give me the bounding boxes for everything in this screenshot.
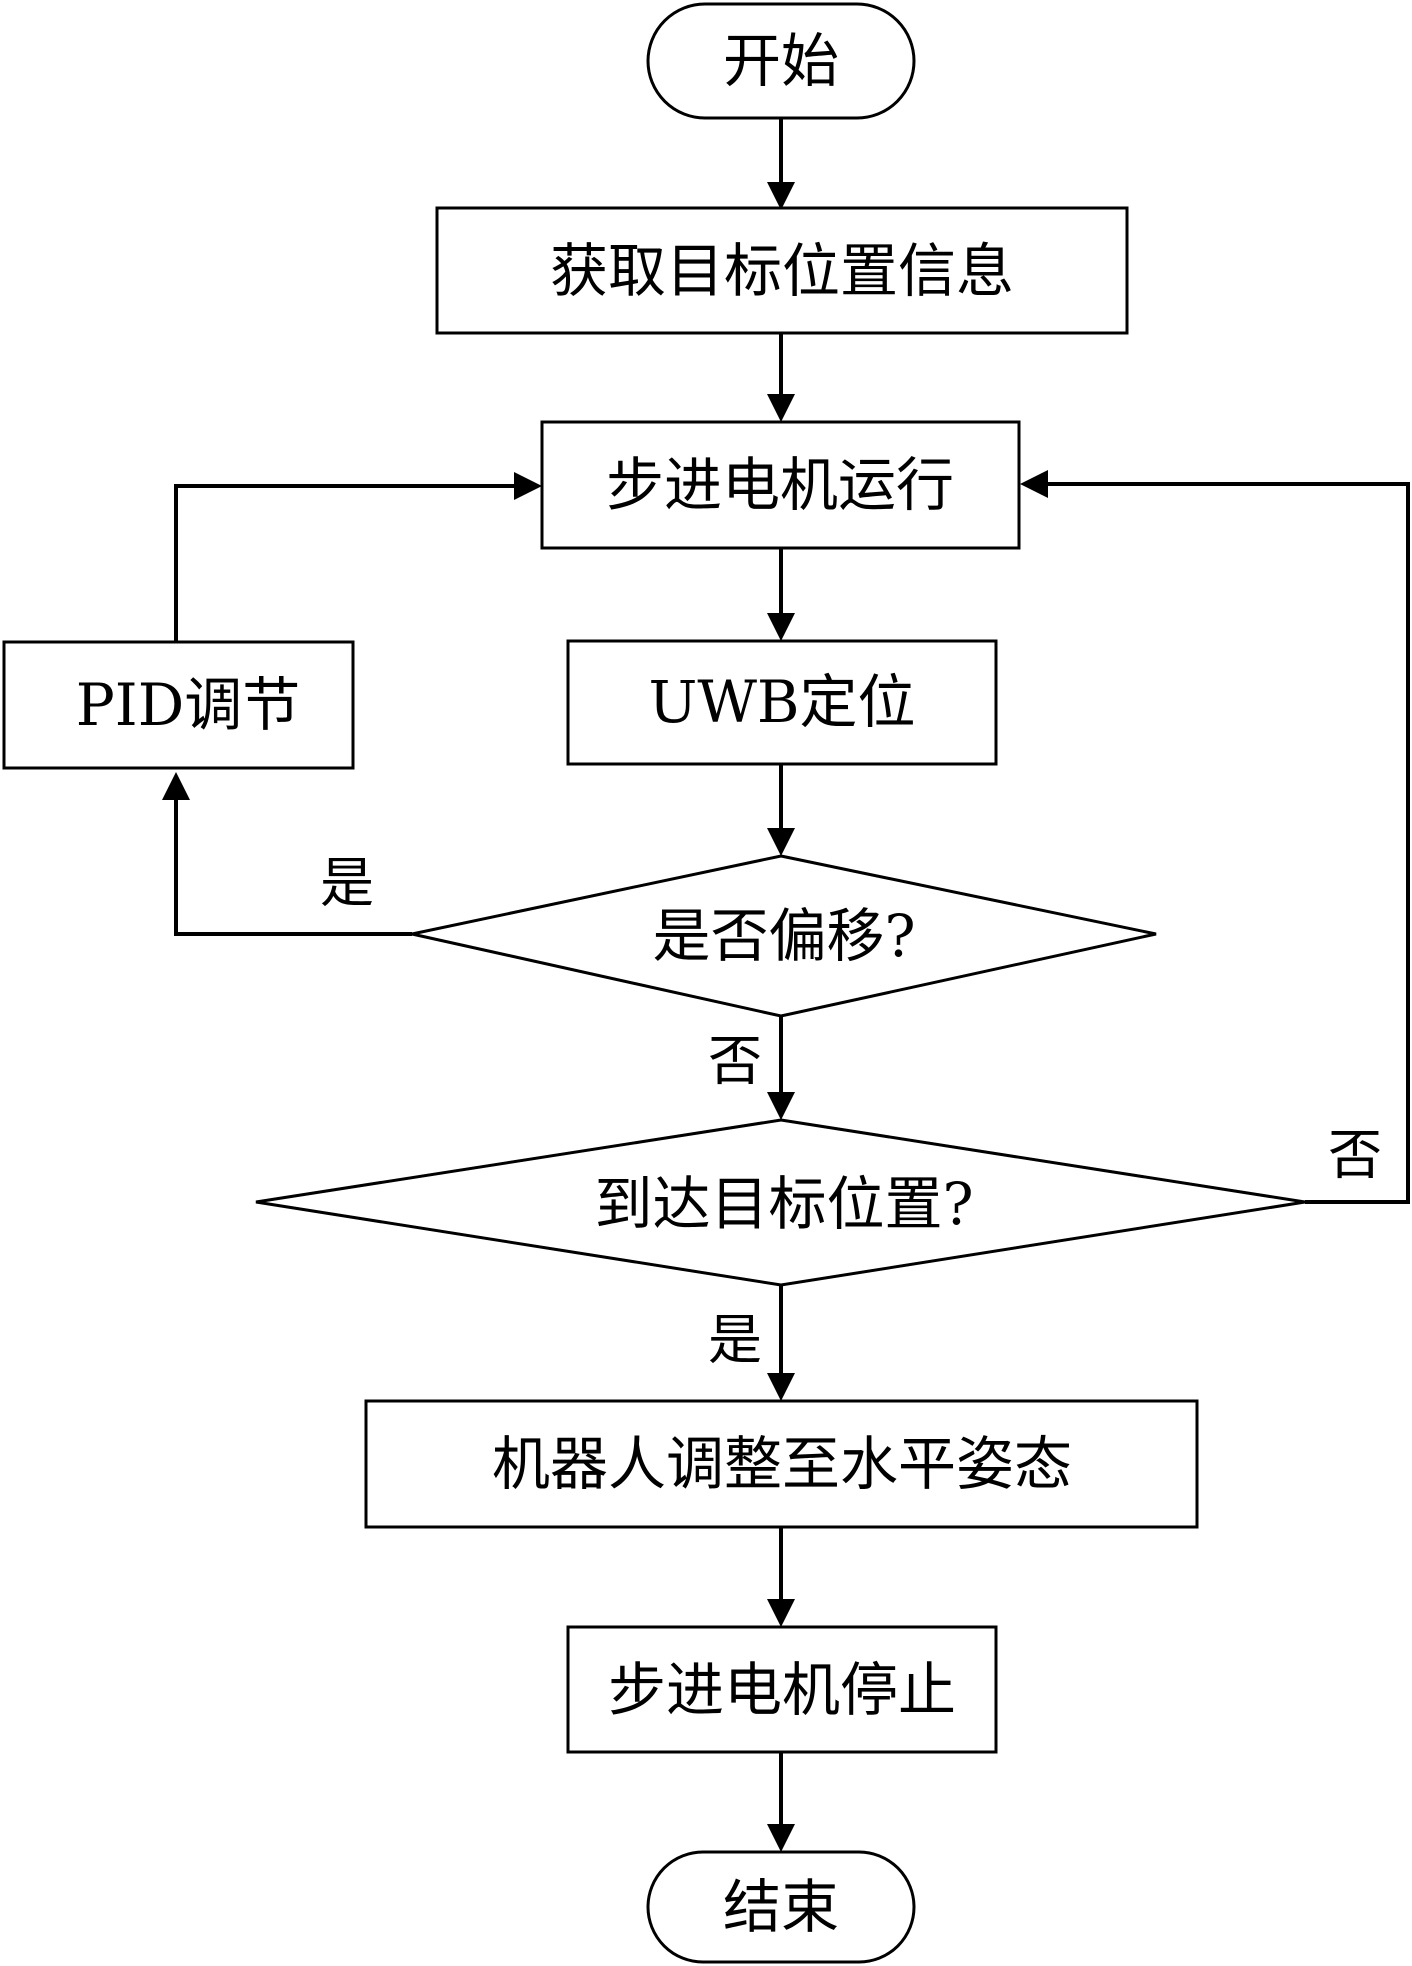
- offset-no-label: 否: [708, 1030, 762, 1093]
- motor-stop-label: 步进电机停止: [608, 1656, 956, 1724]
- end-terminal-shape: [646, 1850, 916, 1964]
- node-uwb: UWB定位: [566, 639, 998, 766]
- start-terminal-shape: [646, 2, 916, 120]
- offset-decision-diamond: [411, 854, 1157, 1018]
- end-label: 结束: [723, 1873, 839, 1941]
- edge-offset-yes-to-pid: [162, 772, 412, 936]
- node-end: 结束: [646, 1850, 916, 1964]
- start-label: 开始: [723, 27, 839, 95]
- node-reach-decision: 到达目标位置?: [255, 1118, 1306, 1287]
- reach-decision-diamond: [255, 1118, 1306, 1287]
- node-offset-decision: 是否偏移?: [411, 854, 1157, 1018]
- motor-run-label: 步进电机运行: [606, 451, 954, 519]
- reach-no-label: 否: [1328, 1124, 1382, 1187]
- reach-decision-label: 到达目标位置?: [594, 1170, 973, 1238]
- edges: [162, 118, 1410, 1852]
- node-get-target: 获取目标位置信息: [435, 206, 1129, 335]
- pid-label: PID调节: [76, 671, 300, 739]
- node-pid: PID调节: [2, 640, 355, 770]
- pid-box: [2, 640, 355, 770]
- motor-run-box: [540, 420, 1021, 550]
- node-motor-stop: 步进电机停止: [566, 1625, 998, 1754]
- get-target-label: 获取目标位置信息: [550, 237, 1014, 305]
- motor-stop-box: [566, 1625, 998, 1754]
- node-motor-run: 步进电机运行: [540, 420, 1021, 550]
- level-box: [364, 1399, 1199, 1529]
- node-level: 机器人调整至水平姿态: [364, 1399, 1199, 1529]
- get-target-box: [435, 206, 1129, 335]
- reach-yes-label: 是: [708, 1309, 762, 1372]
- uwb-label: UWB定位: [648, 668, 915, 736]
- offset-decision-label: 是否偏移?: [652, 902, 915, 970]
- uwb-box: [566, 639, 998, 766]
- level-label: 机器人调整至水平姿态: [492, 1430, 1072, 1498]
- node-start: 开始: [646, 2, 916, 120]
- edge-pid-to-motor-run: [174, 472, 542, 642]
- offset-yes-label: 是: [320, 852, 374, 915]
- edge-reach-no-to-motor-run: [1020, 470, 1410, 1204]
